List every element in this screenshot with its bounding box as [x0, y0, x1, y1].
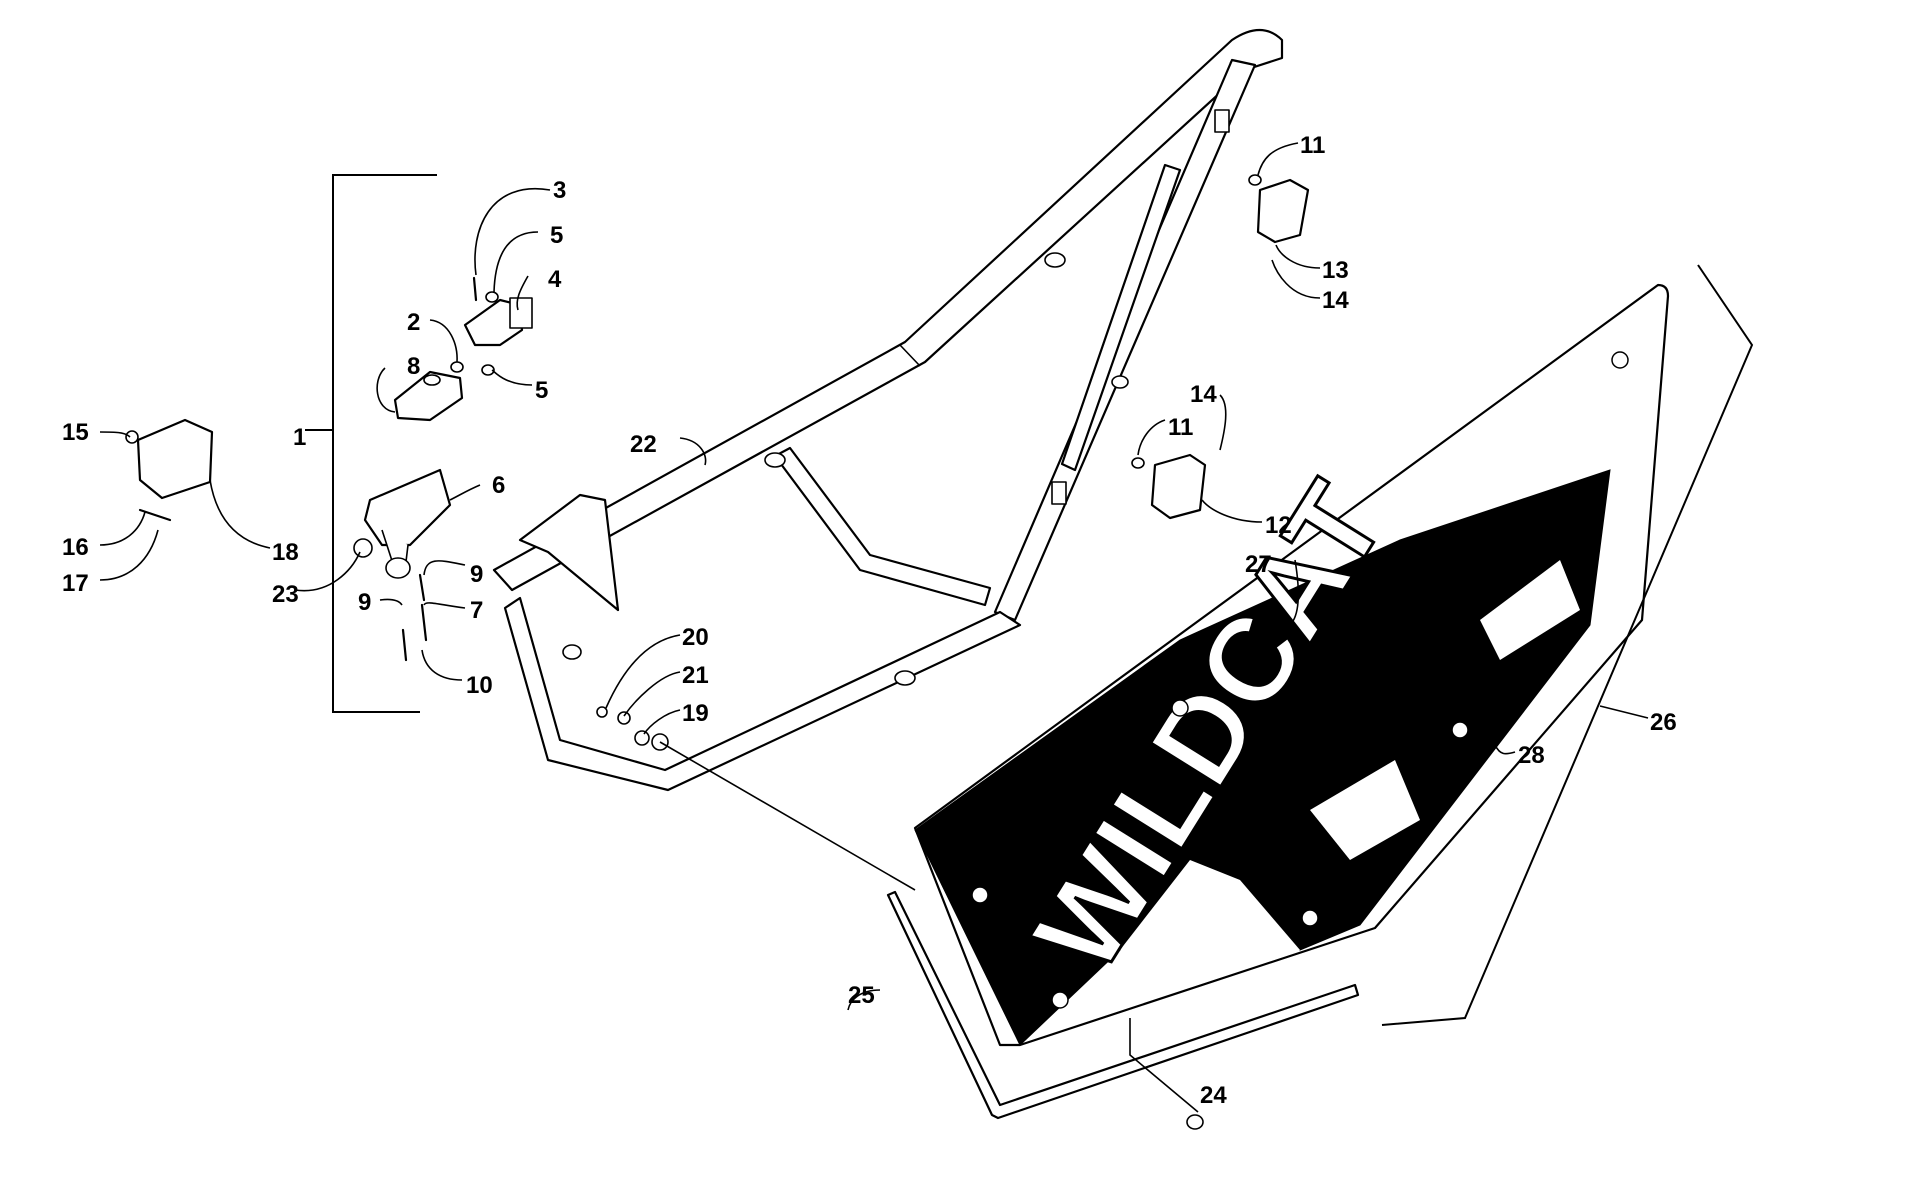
callout-23: 23: [272, 581, 299, 608]
callout-3: 3: [553, 177, 566, 204]
callout-4: 4: [548, 266, 562, 293]
callout-11-upper: 11: [1300, 132, 1325, 159]
callout-6: 6: [492, 472, 505, 499]
latch-4: [463, 297, 533, 347]
callout-9-left: 9: [358, 589, 371, 616]
callout-19: 19: [682, 700, 709, 727]
callout-24: 24: [1200, 1082, 1227, 1109]
latch-bracket-6: [363, 468, 452, 579]
callout-17: 17: [62, 570, 89, 597]
callout-12: 12: [1265, 512, 1292, 539]
callout-5-lower: 5: [535, 377, 548, 404]
callout-11-lower: 11: [1168, 414, 1193, 441]
decal-28: [914, 469, 1611, 1046]
seal-strip-25: [886, 890, 1360, 1120]
callout-18: 18: [272, 539, 299, 566]
handle-13: [1248, 174, 1310, 244]
handle-12: [1131, 453, 1207, 520]
callout-25: 25: [848, 982, 875, 1009]
hinge-fasteners: [353, 276, 499, 662]
callout-26: 26: [1650, 709, 1677, 736]
callout-16: 16: [62, 534, 89, 561]
callout-14-upper: 14: [1322, 287, 1349, 314]
callout-labels: 3 5 4 2 8 5 1 6 9 9 7 10 23 15 16 17 18 …: [62, 132, 1677, 1109]
door-frame-tube: [492, 28, 1284, 792]
leader-lines: [99, 142, 1649, 1113]
callout-7: 7: [470, 597, 483, 624]
callout-28: 28: [1518, 742, 1545, 769]
mount-bracket-18: [125, 418, 214, 522]
callout-13: 13: [1322, 257, 1349, 284]
assembly-bracket-1: [305, 174, 437, 713]
callout-9-right: 9: [470, 561, 483, 588]
callout-1: 1: [293, 424, 306, 451]
washers-19-21: [596, 706, 669, 751]
callout-15: 15: [62, 419, 89, 446]
callout-8: 8: [407, 353, 420, 380]
callout-27: 27: [1245, 551, 1272, 578]
rivet-24: [1186, 1114, 1204, 1130]
door-panel-27: WILDCAT: [913, 283, 1670, 1047]
callout-5-upper: 5: [550, 222, 563, 249]
assembly-bracket-26: [1381, 264, 1754, 1026]
callout-2: 2: [407, 309, 420, 336]
striker-8: [393, 370, 464, 422]
callout-20: 20: [682, 624, 709, 651]
callout-10: 10: [466, 672, 493, 699]
callout-14-lower: 14: [1190, 381, 1217, 408]
callout-21: 21: [682, 662, 709, 689]
callout-22: 22: [630, 431, 657, 458]
